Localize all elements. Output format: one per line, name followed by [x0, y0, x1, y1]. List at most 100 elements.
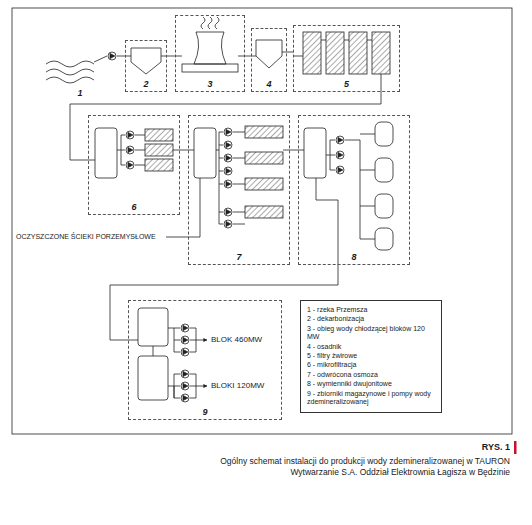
- tank: [95, 128, 117, 178]
- cooling-basin: [182, 64, 238, 72]
- steam: [215, 17, 219, 29]
- callout-number: 4: [266, 80, 271, 89]
- key-entry: 9 - zbiorniki magazynowe i pompy wody zd…: [307, 390, 435, 407]
- key-box: 1 - rzeka Przemsza2 - dekarbonizacja 3 - …: [300, 300, 442, 413]
- process-section: 4: [251, 28, 287, 92]
- pipe: [128, 340, 138, 341]
- river-intake: 1: [40, 40, 120, 100]
- pump-symbol: [181, 348, 189, 356]
- key-entry: 4 - osadnik: [307, 343, 341, 351]
- river-wave: [46, 69, 94, 75]
- callout-number: 9: [202, 408, 207, 417]
- pump-symbol: [224, 167, 232, 175]
- gravel-filter: [303, 32, 321, 74]
- supply-arrow: [190, 328, 207, 352]
- membrane-module: [145, 129, 173, 141]
- key-entry: 2 - dekarbonizacja: [307, 315, 364, 323]
- process-section: 7: [188, 115, 290, 265]
- callout-number: 1: [77, 89, 82, 98]
- ro-module: [245, 126, 283, 138]
- outer-frame: [12, 8, 512, 434]
- pipe: [168, 328, 180, 352]
- key-entry: 1 - rzeka Przemsza: [307, 306, 367, 314]
- pump-symbol: [181, 336, 189, 344]
- callout-number: 7: [236, 253, 241, 262]
- pump-symbol: [126, 146, 134, 154]
- river-wave: [46, 77, 94, 83]
- callout-number: 3: [207, 80, 212, 89]
- settler: [256, 40, 282, 68]
- pipe: [173, 150, 180, 151]
- pipe: [153, 346, 154, 356]
- storage-tank: [138, 356, 168, 400]
- pump-symbol: [181, 394, 189, 402]
- pipe: [381, 74, 382, 92]
- process-section: 6: [88, 115, 180, 215]
- pipe: [316, 178, 338, 265]
- pump-symbol: [108, 52, 116, 60]
- consumer-label: BLOK 460MW: [211, 336, 262, 344]
- pipe: [216, 132, 223, 184]
- clarifier: [131, 48, 161, 74]
- supply-arrow: [190, 374, 207, 398]
- cooling-tower: [194, 32, 226, 64]
- pump-symbol: [336, 166, 344, 174]
- ro-module: [245, 178, 283, 190]
- gravel-filter: [372, 32, 390, 74]
- membrane-module: [145, 144, 173, 156]
- pipe: [233, 132, 245, 184]
- pipe: [345, 134, 375, 239]
- steam: [201, 17, 205, 29]
- steam: [208, 17, 212, 29]
- pump-symbol: [126, 131, 134, 139]
- key-entry: 6 - mikrofiltracja: [307, 361, 356, 369]
- process-section: 3: [175, 15, 245, 92]
- pipeline: [290, 150, 298, 151]
- ro-module: [245, 206, 283, 218]
- pump-symbol: [224, 208, 232, 216]
- process-section: 5: [293, 25, 400, 92]
- pipe: [88, 160, 95, 161]
- caption-bar: [514, 441, 517, 454]
- figure-caption: Ogólny schemat instalacji do produkcji w…: [180, 456, 510, 478]
- pipeline: [167, 56, 175, 57]
- pipe: [233, 212, 245, 224]
- figure-number: RYS. 1: [482, 442, 510, 452]
- key-entry: 3 - obieg wody chłodzącej bloków 120 MW: [307, 325, 435, 342]
- callout-number: 8: [351, 253, 356, 262]
- pump-symbol: [181, 382, 189, 390]
- pipe: [168, 374, 180, 398]
- ro-module: [245, 152, 283, 164]
- pump-symbol: [336, 136, 344, 144]
- pipe: [283, 150, 290, 151]
- pump-symbol: [224, 180, 232, 188]
- key-entry: 8 - wymienniki dwujonitowe: [307, 380, 392, 388]
- process-section: 8: [298, 115, 410, 265]
- process-section: 9: [128, 300, 282, 420]
- pipe: [238, 56, 245, 57]
- callout-number: 5: [344, 80, 349, 89]
- pipe: [166, 178, 200, 237]
- key-entry: 7 - odwrócona osmoza: [307, 371, 378, 379]
- inflow-label: OCZYSZCZONE ŚCIEKI PORZEMYSŁOWE: [16, 233, 156, 240]
- pump-symbol: [336, 151, 344, 159]
- pump-symbol: [224, 154, 232, 162]
- membrane-module: [145, 159, 173, 171]
- pipe: [135, 135, 145, 165]
- gravel-filter: [326, 32, 344, 74]
- ion-exchanger: [375, 194, 393, 218]
- pump-symbol: [224, 128, 232, 136]
- key-entry: 5 - filtry żwirowe: [307, 352, 357, 360]
- pump-symbol: [224, 141, 232, 149]
- pipe: [117, 56, 120, 57]
- ion-exchanger: [375, 228, 393, 250]
- ion-exchanger: [375, 158, 393, 182]
- pump-symbol: [224, 220, 232, 228]
- callout-number: 6: [131, 203, 136, 212]
- pipe: [219, 184, 223, 224]
- ion-exchanger: [375, 122, 393, 146]
- pipe: [175, 56, 182, 57]
